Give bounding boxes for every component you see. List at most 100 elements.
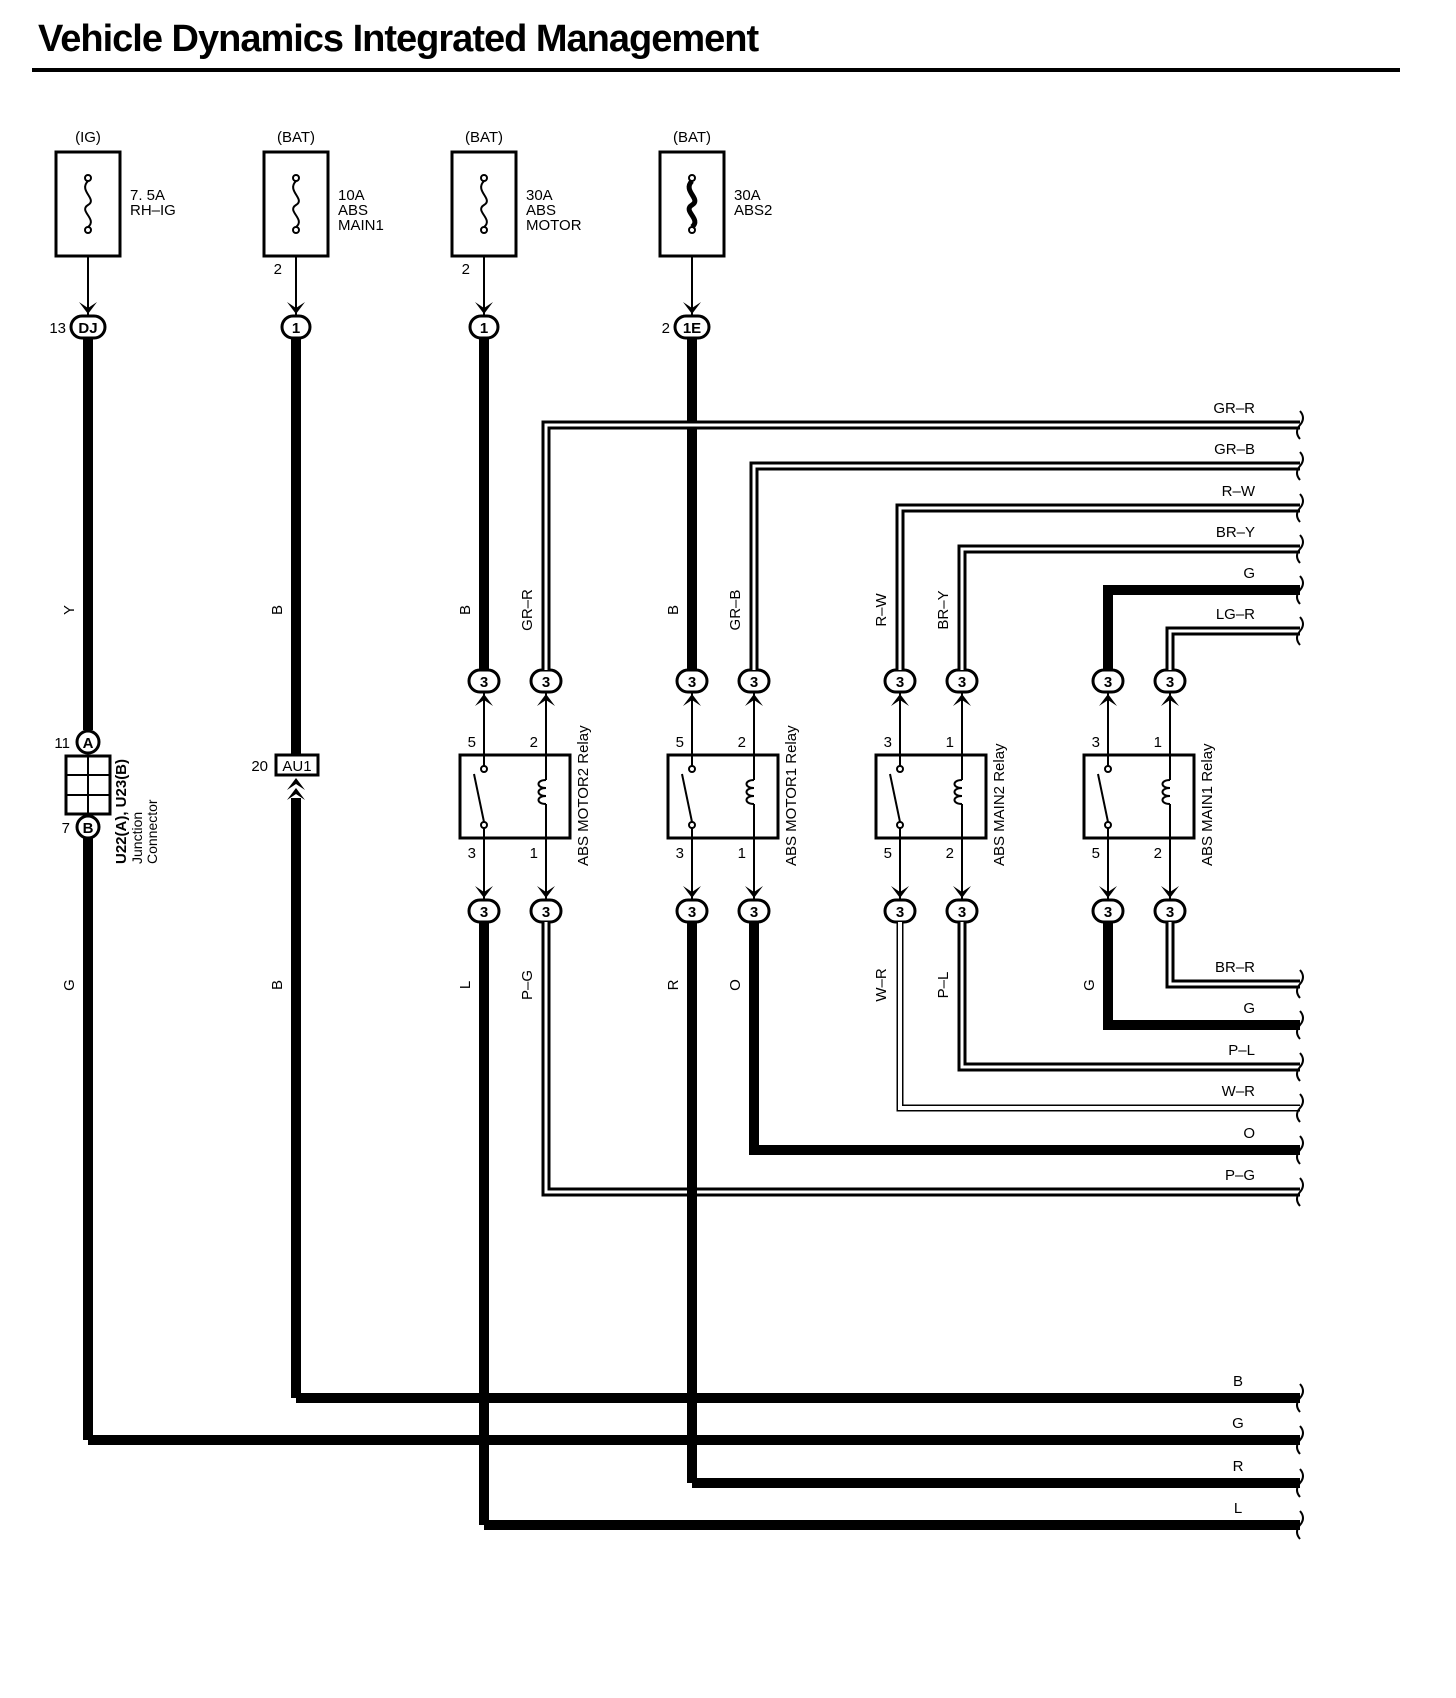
- relay-1-sw-blade: [681, 773, 693, 823]
- right-mid-end-1: [1296, 1010, 1304, 1040]
- au1-arrow-1: [287, 778, 305, 790]
- relay-3-name: ABS MAIN1 Relay: [1199, 743, 1216, 866]
- relay-3-box: [1082, 753, 1196, 840]
- wire-r-w-vlabel: R–W: [873, 592, 890, 626]
- right-top-label-2: R–W: [1222, 483, 1256, 500]
- relay-1-conn-bl-label: 3: [688, 904, 696, 921]
- fuse-out-pin-2: 2: [462, 261, 470, 278]
- right-top-end-4: [1296, 575, 1304, 605]
- wire-g-mid: [1103, 922, 1300, 1030]
- right-mid-label-2: P–L: [1228, 1042, 1255, 1059]
- relay-2-conn-bl-label: 3: [896, 904, 904, 921]
- relay-1-sw-bot: [688, 821, 696, 829]
- relay-0-name: ABS MOTOR2 Relay: [575, 725, 592, 866]
- right-bottom-label-1: G: [1232, 1415, 1244, 1432]
- relay-3-arrow-bl: [1099, 886, 1117, 898]
- wire-br-y-vlabel: BR–Y: [935, 590, 952, 629]
- right-top-label-0: GR–R: [1213, 400, 1255, 417]
- relay-3-coil: [1161, 779, 1171, 805]
- fuse-amp-1: 10A: [338, 187, 365, 204]
- right-top-end-1: [1296, 451, 1304, 481]
- relay-2-conn-br-label: 3: [958, 904, 966, 921]
- fuse-element-3: [686, 179, 698, 229]
- au1-arrow-2: [287, 788, 305, 800]
- right-mid-label-3: W–R: [1222, 1083, 1256, 1100]
- wire-r-w-core: [898, 506, 1300, 670]
- relay-3-conn-tr-label: 3: [1166, 674, 1174, 691]
- relay-2-pin-tl: 3: [884, 734, 892, 751]
- fuse-line-1-1: MAIN1: [338, 217, 384, 234]
- wire-g-left-label: G: [61, 979, 78, 991]
- relay-0-arrow-tr: [537, 694, 555, 706]
- relay-1-conn-tl-label: 3: [688, 674, 696, 691]
- wire-g-top: [1103, 585, 1300, 670]
- right-mid-label-0: BR–R: [1215, 959, 1255, 976]
- relay-1-pin-tr: 2: [738, 734, 746, 751]
- fuse-arrow-2: [475, 302, 493, 314]
- wire-gr-b: [749, 461, 1300, 670]
- right-mid-end-3: [1296, 1093, 1304, 1123]
- relay-0-sw-top: [480, 765, 488, 773]
- wire-gr-r-core: [544, 423, 1300, 670]
- fuse-term-top-1: [292, 174, 300, 182]
- right-bottom-end-0: [1296, 1383, 1304, 1413]
- relay-1-arrow-br: [745, 886, 763, 898]
- fuse-term-bot-2: [480, 226, 488, 234]
- fuse-conn-2-label: 1: [480, 320, 488, 337]
- relay-0-arrow-bl: [475, 886, 493, 898]
- wire-w-r-core: [898, 922, 1300, 1110]
- relay-0-sw-blade: [473, 773, 485, 823]
- title-rule: [32, 68, 1400, 72]
- relay-1-pin-br: 1: [738, 845, 746, 862]
- right-mid-end-5: [1296, 1177, 1304, 1207]
- fuse-conn-1-label: 1: [292, 320, 300, 337]
- relay-1-arrow-tr: [745, 694, 763, 706]
- right-bottom-label-2: R: [1233, 1458, 1244, 1475]
- fuse-source-3: (BAT): [673, 129, 711, 146]
- relay-2-pin-br: 2: [946, 845, 954, 862]
- right-top-end-5: [1296, 616, 1304, 646]
- fuse-arrow-0: [79, 302, 97, 314]
- fuse-term-top-0: [84, 174, 92, 182]
- relay-2-arrow-br: [953, 886, 971, 898]
- junction-pin-a: [75, 729, 101, 755]
- right-bottom-end-2: [1296, 1468, 1304, 1498]
- junction-pin-b-label: B: [83, 820, 94, 837]
- relay-3-pin-tr: 1: [1154, 734, 1162, 751]
- relay-0-pin-br: 1: [530, 845, 538, 862]
- wire-b-col2-label: B: [269, 605, 286, 615]
- right-bottom-label-3: L: [1234, 1500, 1242, 1517]
- relay-2-sw-top: [896, 765, 904, 773]
- junction-pin-a-num: 11: [54, 735, 70, 752]
- relay-3-pin-br: 2: [1154, 845, 1162, 862]
- fuse-term-bot-0: [84, 226, 92, 234]
- relay-3-conn-br-label: 3: [1166, 904, 1174, 921]
- right-bottom-end-3: [1296, 1510, 1304, 1540]
- right-top-label-4: G: [1243, 565, 1255, 582]
- right-mid-end-2: [1296, 1052, 1304, 1082]
- wire-lg-r: [1165, 626, 1300, 670]
- junction-pin-a-label: A: [83, 735, 94, 752]
- fuse-term-top-2: [480, 174, 488, 182]
- right-top-end-0: [1296, 410, 1304, 440]
- fuse-line-2-1: MOTOR: [526, 217, 582, 234]
- right-mid-end-0: [1296, 969, 1304, 999]
- fuse-element-2: [480, 180, 488, 228]
- wire-p-l-vlabel: P–L: [935, 972, 952, 999]
- fuse-line-1-0: ABS: [338, 202, 368, 219]
- wire-p-l-core: [960, 922, 1300, 1069]
- relay-0-pin-tl: 5: [468, 734, 476, 751]
- wire-lg-r-core: [1168, 629, 1300, 670]
- fuse-element-1: [292, 180, 300, 228]
- wire-p-g-core: [544, 922, 1300, 1194]
- relay-1-box: [666, 753, 780, 840]
- fuse-source-2: (BAT): [465, 129, 503, 146]
- relay-0-coil: [537, 779, 547, 805]
- relay-1-arrow-bl: [683, 886, 701, 898]
- fuse-source-0: (IG): [75, 129, 101, 146]
- relay-0-pin-tr: 2: [530, 734, 538, 751]
- wire-b-col3-label: B: [457, 605, 474, 615]
- right-top-label-5: LG–R: [1216, 606, 1255, 623]
- relay-1-pin-tl: 5: [676, 734, 684, 751]
- relay-1-conn-br-label: 3: [750, 904, 758, 921]
